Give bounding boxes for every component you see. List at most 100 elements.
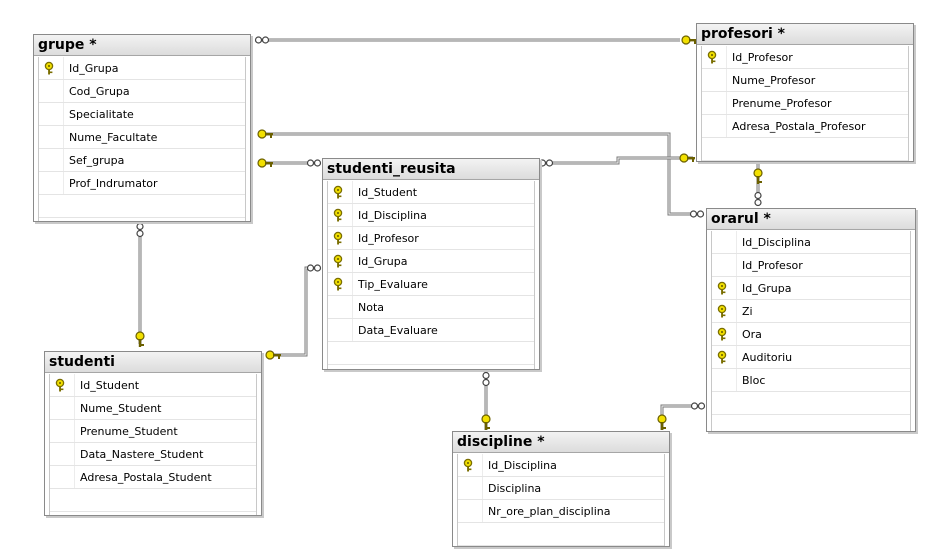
column-row[interactable]: Auditoriu bbox=[712, 346, 910, 369]
column-row[interactable]: Id_Profesor bbox=[328, 227, 534, 250]
column-row[interactable]: Data_Evaluare bbox=[328, 319, 534, 342]
column-row[interactable]: Id_Student bbox=[50, 374, 256, 397]
column-name: Cod_Grupa bbox=[69, 84, 130, 98]
key-cell bbox=[712, 254, 737, 276]
column-row[interactable]: Id_Disciplina bbox=[328, 204, 534, 227]
column-row[interactable]: Id_Grupa bbox=[39, 57, 245, 80]
column-row[interactable]: Zi bbox=[712, 300, 910, 323]
key-cell bbox=[50, 420, 75, 442]
column-row[interactable]: Ora bbox=[712, 323, 910, 346]
empty-row[interactable] bbox=[458, 523, 664, 546]
key-icon bbox=[333, 277, 347, 291]
column-row[interactable]: Nota bbox=[328, 296, 534, 319]
column-row[interactable]: Id_Grupa bbox=[712, 277, 910, 300]
infinity-end-icon bbox=[538, 159, 554, 167]
column-name: Bloc bbox=[742, 373, 766, 387]
key-cell bbox=[328, 204, 353, 226]
key-end-icon bbox=[753, 168, 763, 185]
column-row[interactable]: Adresa_Postala_Student bbox=[50, 466, 256, 489]
column-name: Id_Student bbox=[358, 185, 418, 199]
key-cell bbox=[458, 454, 483, 476]
relationship-grupe-studenti-reusita bbox=[257, 158, 322, 168]
key-cell bbox=[702, 115, 727, 137]
column-name: Id_Profesor bbox=[358, 231, 419, 245]
column-row[interactable]: Id_Disciplina bbox=[712, 231, 910, 254]
empty-row[interactable] bbox=[702, 138, 908, 161]
key-cell bbox=[458, 477, 483, 499]
key-cell bbox=[328, 250, 353, 272]
column-row[interactable]: Nr_ore_plan_disciplina bbox=[458, 500, 664, 523]
column-name: Nota bbox=[358, 300, 385, 314]
key-end-icon bbox=[679, 153, 696, 163]
column-row[interactable]: Disciplina bbox=[458, 477, 664, 500]
key-cell bbox=[328, 319, 353, 341]
column-row[interactable]: Id_Student bbox=[328, 181, 534, 204]
key-cell bbox=[712, 231, 737, 253]
key-icon bbox=[333, 231, 347, 245]
column-row[interactable]: Prof_Indrumator bbox=[39, 172, 245, 195]
relationship-profesori-orarul bbox=[753, 164, 763, 207]
key-cell bbox=[702, 92, 727, 114]
table-title-orarul[interactable]: orarul * bbox=[707, 209, 915, 230]
infinity-end-icon bbox=[306, 264, 322, 272]
column-row[interactable]: Bloc bbox=[712, 369, 910, 392]
key-cell bbox=[712, 300, 737, 322]
column-row[interactable]: Specialitate bbox=[39, 103, 245, 126]
column-row[interactable]: Id_Disciplina bbox=[458, 454, 664, 477]
key-icon bbox=[717, 350, 731, 364]
column-row[interactable]: Sef_grupa bbox=[39, 149, 245, 172]
key-cell bbox=[712, 369, 737, 391]
column-row[interactable]: Nume_Facultate bbox=[39, 126, 245, 149]
relationship-studenti-reusita-discipline bbox=[481, 371, 491, 431]
key-cell bbox=[50, 443, 75, 465]
key-cell bbox=[328, 227, 353, 249]
column-row[interactable]: Id_Profesor bbox=[702, 46, 908, 69]
relationship-studenti-reusita-profesori bbox=[538, 153, 696, 167]
empty-row[interactable] bbox=[39, 195, 245, 218]
column-row[interactable]: Prenume_Profesor bbox=[702, 92, 908, 115]
key-cell bbox=[702, 69, 727, 91]
column-name: Nume_Facultate bbox=[69, 130, 158, 144]
column-row[interactable]: Id_Grupa bbox=[328, 250, 534, 273]
empty-row[interactable] bbox=[328, 342, 534, 365]
column-row[interactable]: Prenume_Student bbox=[50, 420, 256, 443]
column-name: Prenume_Student bbox=[80, 424, 178, 438]
key-cell bbox=[328, 273, 353, 295]
column-row[interactable]: Nume_Student bbox=[50, 397, 256, 420]
empty-row[interactable] bbox=[712, 392, 910, 415]
key-icon bbox=[44, 61, 58, 75]
column-name: Adresa_Postala_Profesor bbox=[732, 119, 866, 133]
column-row[interactable]: Data_Nastere_Student bbox=[50, 443, 256, 466]
column-name: Zi bbox=[742, 304, 753, 318]
table-title-studenti-reusita[interactable]: studenti_reusita bbox=[323, 159, 539, 180]
column-name: Nr_ore_plan_disciplina bbox=[488, 504, 611, 518]
empty-row[interactable] bbox=[50, 489, 256, 512]
key-end-icon bbox=[257, 158, 274, 168]
key-cell bbox=[39, 172, 64, 194]
key-cell bbox=[50, 397, 75, 419]
column-row[interactable]: Tip_Evaluare bbox=[328, 273, 534, 296]
table-title-grupe[interactable]: grupe * bbox=[34, 35, 250, 56]
column-row[interactable]: Cod_Grupa bbox=[39, 80, 245, 103]
column-row[interactable]: Nume_Profesor bbox=[702, 69, 908, 92]
column-row[interactable]: Adresa_Postala_Profesor bbox=[702, 115, 908, 138]
column-name: Id_Disciplina bbox=[358, 208, 427, 222]
infinity-end-icon bbox=[136, 222, 144, 238]
key-cell bbox=[458, 500, 483, 522]
table-title-studenti[interactable]: studenti bbox=[45, 352, 261, 373]
key-icon bbox=[717, 327, 731, 341]
key-cell bbox=[39, 103, 64, 125]
column-name: Sef_grupa bbox=[69, 153, 125, 167]
column-name: Id_Student bbox=[80, 378, 140, 392]
table-title-discipline[interactable]: discipline * bbox=[453, 432, 669, 453]
table-title-profesori[interactable]: profesori * bbox=[697, 24, 913, 45]
column-row[interactable]: Id_Profesor bbox=[712, 254, 910, 277]
